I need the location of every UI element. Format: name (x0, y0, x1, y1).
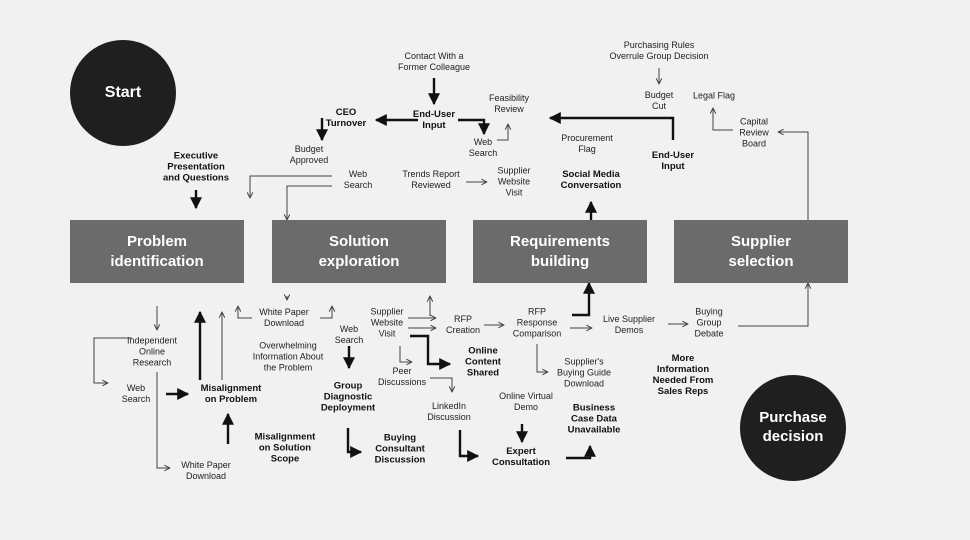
connector-arrow (93, 337, 132, 383)
connector-arrow (430, 377, 452, 392)
label-ceo-turnover: CEO Turnover (325, 107, 367, 129)
stage-label: Requirements building (509, 233, 611, 270)
label-misalignment-on-solution-scope: Misalignment on Solution Scope (254, 431, 316, 465)
label-rfp-creation: RFP Creation (445, 314, 481, 335)
label-end-user-input-2: End-User Input (651, 150, 695, 172)
label-linkedin-discussion: LinkedIn Discussion (427, 401, 471, 422)
stage-label: Problem identification (110, 233, 204, 270)
connector-arrow (572, 281, 595, 317)
connector-arrow (458, 430, 480, 462)
connector-arrow (778, 132, 809, 220)
connector-arrow (156, 372, 170, 468)
purchase-decision-node: Purchase decision (740, 375, 846, 481)
connector-arrow (287, 185, 332, 220)
label-end-user-input-1: End-User Input (412, 109, 456, 131)
stage-problem-identification: Problem identification (70, 220, 244, 283)
label-online-virtual-demo: Online Virtual Demo (499, 391, 553, 412)
stage-solution-exploration: Solution exploration (272, 220, 446, 283)
label-web-search-bottom-1: Web Search (334, 324, 364, 345)
label-rfp-response-comparison: RFP Response Comparison (512, 306, 562, 339)
label-white-paper-download-1: White Paper Download (259, 307, 309, 328)
label-purchasing-rules: Purchasing Rules Overrule Group Decision (609, 40, 709, 61)
label-web-search-left: Web Search (121, 383, 151, 404)
label-more-information-needed: More Information Needed From Sales Reps (652, 353, 714, 397)
connector-arrow (536, 344, 548, 372)
label-web-search-top-1: Web Search (468, 137, 498, 158)
start-label: Start (104, 84, 142, 101)
connector-arrow (738, 283, 808, 327)
label-trends-report: Trends Report Reviewed (402, 169, 460, 190)
label-buying-consultant-discussion: Buying Consultant Discussion (374, 432, 426, 466)
connector-arrow (548, 112, 675, 140)
label-procurement-flag: Procurement Flag (561, 133, 613, 154)
connector-arrow (250, 175, 332, 198)
label-group-diagnostic-deployment: Group Diagnostic Deployment (320, 380, 376, 414)
label-business-case-data-unavailable: Business Case Data Unavailable (567, 402, 621, 436)
label-peer-discussions: Peer Discussions (377, 366, 427, 387)
connector-arrow (320, 306, 332, 319)
stage-supplier-selection: Supplier selection (674, 220, 848, 283)
label-legal-flag: Legal Flag (692, 90, 736, 101)
label-misalignment-on-problem: Misalignment on Problem (200, 383, 262, 405)
purchase-decision-label: Purchase decision (759, 409, 827, 445)
label-contact-former-colleague: Contact With a Former Colleague (397, 51, 471, 72)
connector-arrow (346, 428, 363, 458)
stage-label: Supplier selection (728, 233, 794, 270)
stage-requirements-building: Requirements building (473, 220, 647, 283)
label-capital-review-board: Capital Review Board (739, 116, 769, 149)
connector-arrow (497, 124, 508, 141)
connector-arrow (566, 444, 596, 460)
label-supplier-website-visit-top: Supplier Website Visit (497, 165, 531, 198)
label-budget-cut: Budget Cut (644, 90, 674, 111)
label-independent-online-research: Independent Online Research (126, 335, 178, 368)
connector-arrow (410, 334, 452, 370)
label-buying-guide-download: Supplier's Buying Guide Download (556, 356, 612, 389)
connector-arrow (713, 108, 733, 131)
label-online-content-shared: Online Content Shared (465, 345, 501, 379)
start-node: Start (70, 40, 176, 146)
label-overwhelming-information: Overwhelming Information About the Probl… (252, 340, 324, 373)
label-expert-consultation: Expert Consultation (491, 446, 551, 468)
label-feasibility-review: Feasibility Review (488, 93, 530, 114)
label-executive-presentation: Executive Presentation and Questions (163, 150, 229, 184)
label-buying-group-debate: Buying Group Debate (694, 306, 724, 339)
label-budget-approved: Budget Approved (289, 144, 329, 165)
connector-arrow (458, 118, 490, 136)
connector-arrow (399, 346, 412, 362)
connector-arrow (238, 306, 252, 319)
stage-label: Solution exploration (318, 233, 400, 270)
label-web-search-top-2: Web Search (343, 169, 373, 190)
label-white-paper-download-2: White Paper Download (181, 460, 231, 481)
label-live-supplier-demos: Live Supplier Demos (602, 314, 656, 335)
label-supplier-website-visit-bottom: Supplier Website Visit (370, 306, 404, 339)
label-social-media-conversation: Social Media Conversation (560, 169, 622, 191)
